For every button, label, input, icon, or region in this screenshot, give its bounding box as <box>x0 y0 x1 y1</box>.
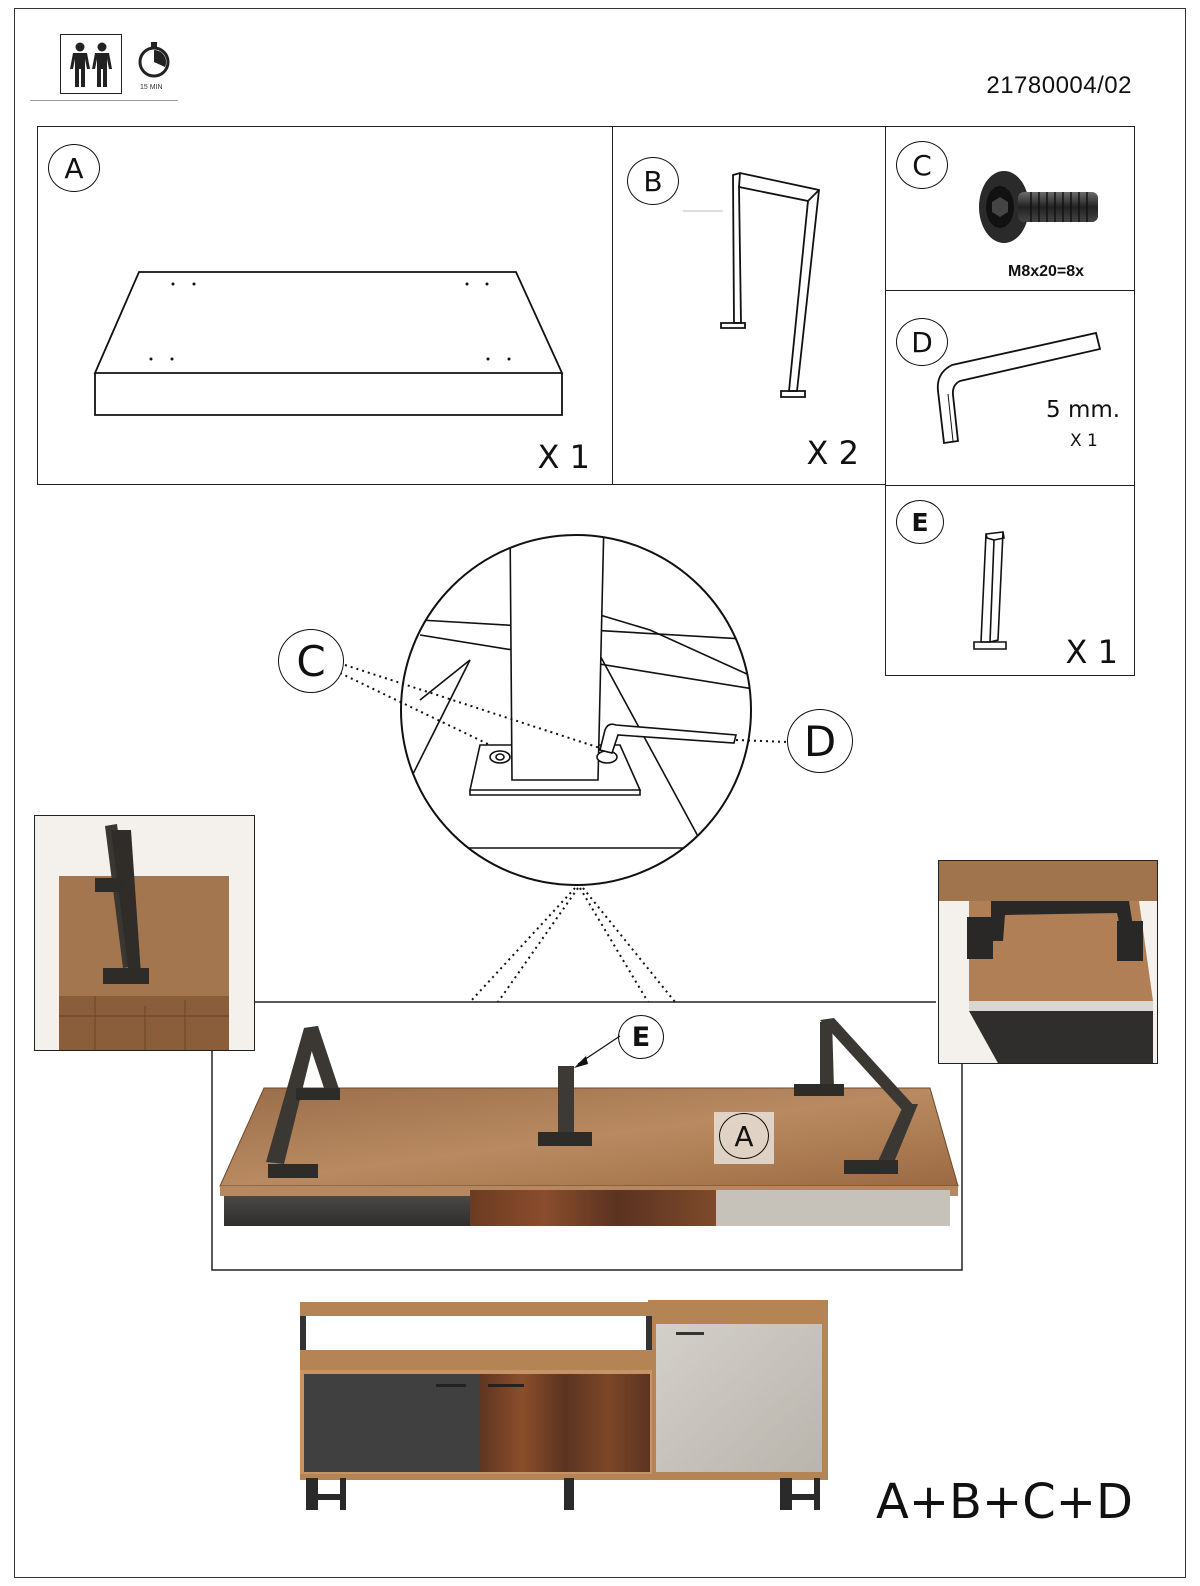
part-d-size: 5 mm. <box>1046 397 1121 423</box>
stopwatch-icon <box>138 42 170 78</box>
page-frame <box>14 8 1186 1578</box>
part-c-label: C <box>896 141 948 189</box>
part-c-box: C M8x20=8x <box>885 126 1135 291</box>
part-b-box: B X 2 <box>612 126 886 485</box>
part-b-label: B <box>627 157 679 205</box>
callout-e-arrow <box>574 1035 621 1068</box>
persons-icon-box <box>60 34 122 94</box>
part-a-label: A <box>48 144 100 192</box>
tabletop-drawing <box>93 271 564 416</box>
detail-callout-d: D <box>787 709 853 773</box>
screw-icon <box>979 171 1098 243</box>
two-persons-icon <box>70 42 112 87</box>
hex-key-icon <box>936 331 1102 445</box>
part-a-box: A X 1 <box>37 126 613 485</box>
part-e-box: E X 1 <box>885 485 1135 676</box>
header-rule <box>30 100 178 101</box>
finished-sideboard <box>300 1300 828 1510</box>
center-leg-drawing <box>973 531 1007 650</box>
part-e-quantity: X 1 <box>1065 633 1118 671</box>
assembly-callout-e: E <box>618 1015 664 1059</box>
part-d-box: D 5 mm. X 1 <box>885 290 1135 486</box>
detail-callout-c: C <box>278 629 344 693</box>
part-a-quantity: X 1 <box>537 438 590 476</box>
part-b-quantity: X 2 <box>806 434 859 472</box>
part-d-quantity: X 1 <box>1070 431 1098 451</box>
left-detail-photo <box>34 815 255 1051</box>
u-leg-drawing <box>683 172 820 398</box>
result-formula: A+B+C+D <box>876 1474 1133 1530</box>
part-e-label: E <box>896 500 944 544</box>
right-detail-photo <box>938 860 1158 1064</box>
part-c-spec: M8x20=8x <box>1008 263 1085 280</box>
time-label: 15 MIN <box>140 84 163 91</box>
assembly-callout-a: A <box>719 1113 769 1159</box>
assembly-photo <box>219 1018 959 1226</box>
document-number: 21780004/02 <box>986 72 1132 99</box>
part-d-label: D <box>896 318 948 366</box>
